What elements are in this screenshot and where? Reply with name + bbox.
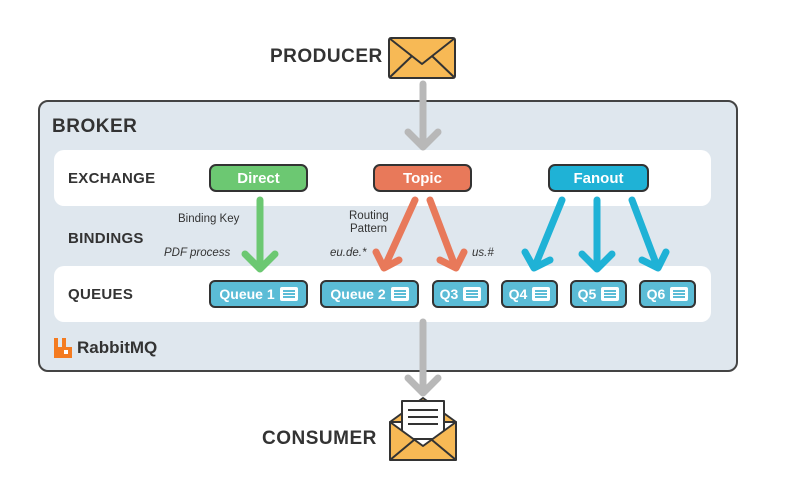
- consumer-label: CONSUMER: [262, 428, 377, 449]
- exchange-direct[interactable]: Direct: [209, 164, 308, 192]
- open-envelope-letter-icon: [389, 397, 457, 461]
- routing-pattern-label-line2: Pattern: [350, 223, 388, 235]
- envelope-icon: [388, 37, 456, 79]
- queue-1-label: Queue 1: [219, 286, 275, 302]
- eu-de-pattern-label: eu.de.*: [330, 247, 367, 259]
- fanout-binding-arrows: [521, 196, 670, 273]
- queue-list-icon: [390, 287, 409, 301]
- queue-list-icon: [532, 287, 551, 301]
- queue-3[interactable]: Q3: [432, 280, 489, 308]
- queue-6-label: Q6: [646, 286, 666, 302]
- rabbitmq-logo-text: RabbitMQ: [77, 338, 158, 357]
- rabbitmq-logo-icon: [54, 338, 72, 358]
- exchange-row-label: EXCHANGE: [68, 170, 156, 187]
- exchange-topic-label: Topic: [403, 169, 442, 187]
- queue-6[interactable]: Q6: [639, 280, 696, 308]
- queue-3-label: Q3: [439, 286, 459, 302]
- direct-binding-arrow: [241, 196, 279, 273]
- queue-list-icon: [463, 287, 482, 301]
- exchange-fanout[interactable]: Fanout: [548, 164, 649, 192]
- queue-list-icon: [601, 287, 620, 301]
- routing-pattern-label-line1: Routing: [349, 210, 389, 222]
- queue-5[interactable]: Q5: [570, 280, 627, 308]
- queue-list-icon: [279, 287, 298, 301]
- queue-list-icon: [670, 287, 689, 301]
- us-pattern-label: us.#: [472, 247, 494, 259]
- queue-2-label: Queue 2: [330, 286, 386, 302]
- queue-5-label: Q5: [577, 286, 597, 302]
- exchange-direct-label: Direct: [237, 169, 280, 187]
- queue-1[interactable]: Queue 1: [209, 280, 308, 308]
- producer-to-exchange-arrow: [404, 80, 442, 151]
- binding-key-label: Binding Key: [178, 213, 240, 225]
- topic-binding-arrows: [372, 196, 468, 272]
- broker-panel: [38, 100, 738, 372]
- queues-row-label: QUEUES: [68, 286, 134, 303]
- queue-to-consumer-arrow: [404, 318, 442, 397]
- queue-4-label: Q4: [508, 286, 528, 302]
- producer-label: PRODUCER: [270, 46, 383, 67]
- pdf-process-label: PDF process: [164, 247, 231, 259]
- exchange-fanout-label: Fanout: [573, 169, 624, 187]
- broker-title: BROKER: [52, 116, 138, 137]
- exchange-topic[interactable]: Topic: [373, 164, 472, 192]
- queue-2[interactable]: Queue 2: [320, 280, 419, 308]
- bindings-row-label: BINDINGS: [68, 230, 144, 247]
- queue-4[interactable]: Q4: [501, 280, 558, 308]
